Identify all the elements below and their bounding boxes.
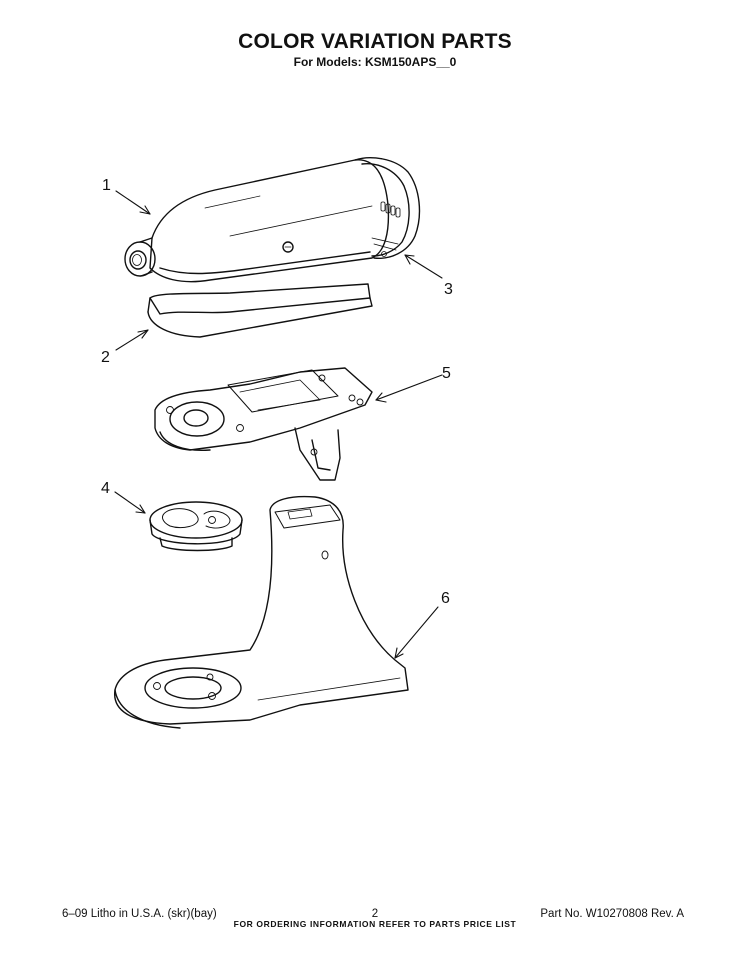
part-5-gear-housing: [154, 367, 373, 481]
part-4-bowl-clamp-plate: [149, 501, 243, 552]
callout-3: 3: [444, 281, 453, 298]
part-3-rear-band-cover: [354, 157, 421, 259]
callout-1: 1: [102, 177, 111, 194]
part-6-pedestal-base: [114, 495, 409, 729]
callout-2: 2: [101, 349, 110, 366]
page-title: COLOR VARIATION PARTS: [238, 30, 512, 53]
part-number: Part No. W10270808 Rev. A: [540, 908, 684, 920]
part-1-motor-housing: [124, 159, 390, 283]
page-number: 2: [371, 908, 379, 920]
callout-5: 5: [442, 365, 451, 382]
callout-6: 6: [441, 590, 450, 607]
leader-lines: [114, 190, 443, 659]
callout-4: 4: [101, 480, 110, 497]
models-subtitle: For Models: KSM150APS__0: [293, 55, 457, 69]
ordering-note: FOR ORDERING INFORMATION REFER TO PARTS …: [233, 919, 517, 929]
litho-info: 6–09 Litho in U.S.A. (skr)(bay): [62, 908, 217, 920]
part-2-trim-band: [147, 283, 373, 338]
